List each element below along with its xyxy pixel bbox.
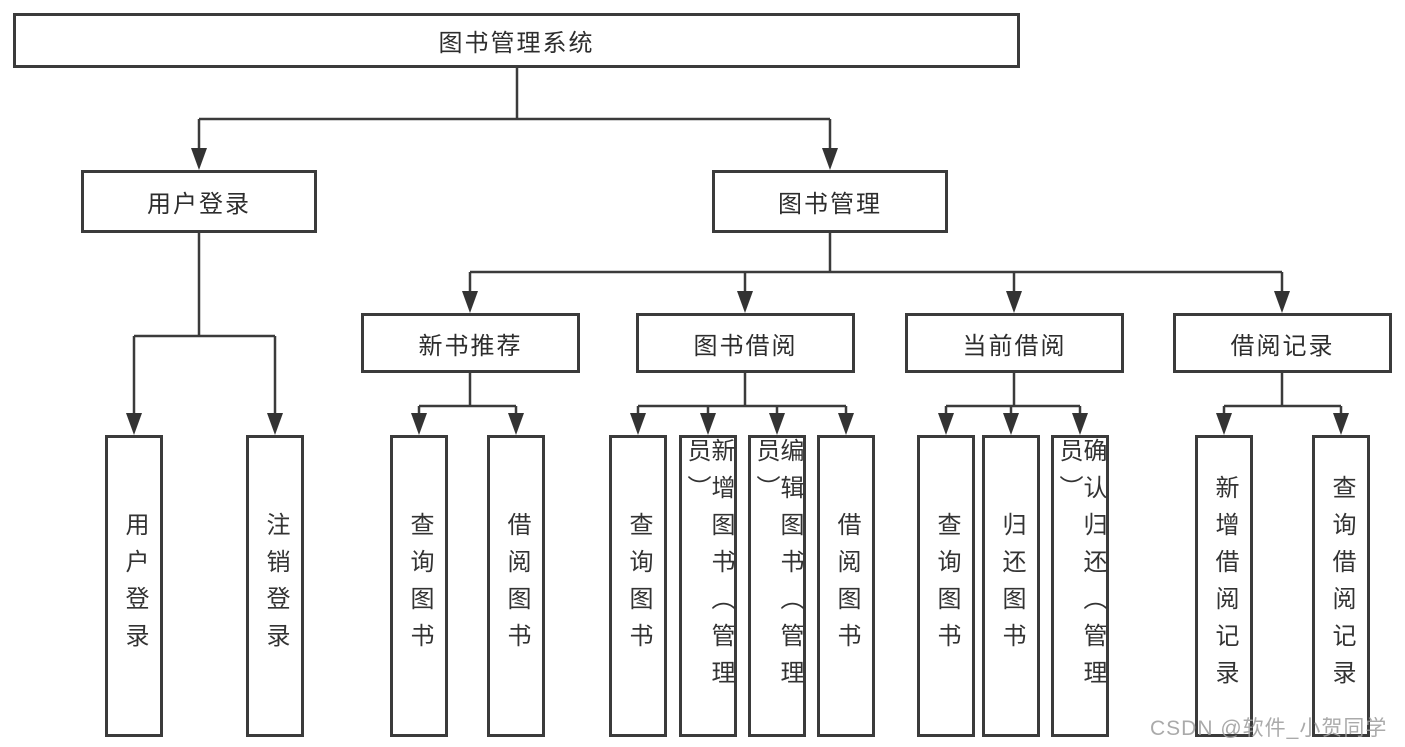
node-label: 新书推荐 xyxy=(418,332,523,360)
leaf-query-books-2: 查询图书 xyxy=(609,435,667,737)
leaf-query-borrow-record: 查询借阅记录 xyxy=(1312,435,1370,737)
node-current-borrow: 当前借阅 xyxy=(905,313,1124,373)
node-label: 借阅记录 xyxy=(1230,332,1335,360)
node-label: 归还图书 xyxy=(998,512,1025,660)
leaf-return-books: 归还图书 xyxy=(982,435,1040,737)
arrow-down-icon xyxy=(1216,413,1232,435)
arrow-down-icon xyxy=(411,413,427,435)
arrow-down-icon xyxy=(938,413,954,435)
arrow-down-icon xyxy=(769,413,785,435)
leaf-confirm-return-admin: 确认归还（管理员） xyxy=(1051,435,1109,737)
node-library-management-system: 图书管理系统 xyxy=(13,13,1020,68)
arrow-down-icon xyxy=(1006,291,1022,313)
arrow-down-icon xyxy=(737,291,753,313)
leaf-add-borrow-record: 新增借阅记录 xyxy=(1195,435,1253,737)
node-label: 查询借阅记录 xyxy=(1328,475,1355,697)
csdn-watermark: CSDN @软件_小贺同学 xyxy=(1150,717,1388,740)
node-label: 查询图书 xyxy=(625,512,652,660)
node-label: 新增借阅记录 xyxy=(1211,475,1238,697)
node-book-management: 图书管理 xyxy=(712,170,948,233)
arrow-down-icon xyxy=(267,413,283,435)
arrow-down-icon xyxy=(1274,291,1290,313)
node-label: 图书管理 xyxy=(778,191,882,218)
node-label: 编辑图书（管理员） xyxy=(752,438,803,697)
node-label: 用户登录 xyxy=(147,191,251,218)
leaf-add-books-admin: 新增图书（管理员） xyxy=(679,435,737,737)
node-new-book-recommend: 新书推荐 xyxy=(361,313,580,373)
node-label: 查询图书 xyxy=(933,512,960,660)
arrow-down-icon xyxy=(1333,413,1349,435)
leaf-user-login: 用户登录 xyxy=(105,435,163,737)
node-user-login-branch: 用户登录 xyxy=(81,170,317,233)
node-label: 当前借阅 xyxy=(962,332,1067,360)
arrow-down-icon xyxy=(462,291,478,313)
node-book-borrow: 图书借阅 xyxy=(636,313,855,373)
leaf-query-books-3: 查询图书 xyxy=(917,435,975,737)
arrow-down-icon xyxy=(630,413,646,435)
node-label: 图书管理系统 xyxy=(438,30,595,57)
leaf-borrow-books-2: 借阅图书 xyxy=(817,435,875,737)
arrow-down-icon xyxy=(1003,413,1019,435)
node-label: 查询图书 xyxy=(406,512,433,660)
leaf-borrow-books-1: 借阅图书 xyxy=(487,435,545,737)
node-label: 确认归还（管理员） xyxy=(1055,438,1106,697)
leaf-query-books-1: 查询图书 xyxy=(390,435,448,737)
arrow-down-icon xyxy=(126,413,142,435)
arrow-down-icon xyxy=(508,413,524,435)
node-label: 注销登录 xyxy=(262,512,289,660)
arrowheads xyxy=(126,148,1349,435)
arrow-down-icon xyxy=(191,148,207,170)
arrow-down-icon xyxy=(838,413,854,435)
arrow-down-icon xyxy=(1072,413,1088,435)
node-label: 用户登录 xyxy=(121,512,148,660)
node-label: 借阅图书 xyxy=(503,512,530,660)
leaf-logout: 注销登录 xyxy=(246,435,304,737)
leaf-edit-books-admin: 编辑图书（管理员） xyxy=(748,435,806,737)
node-label: 新增图书（管理员） xyxy=(683,438,734,697)
arrow-down-icon xyxy=(822,148,838,170)
arrow-down-icon xyxy=(700,413,716,435)
node-label: 借阅图书 xyxy=(833,512,860,660)
node-borrow-records: 借阅记录 xyxy=(1173,313,1392,373)
node-label: 图书借阅 xyxy=(693,332,798,360)
